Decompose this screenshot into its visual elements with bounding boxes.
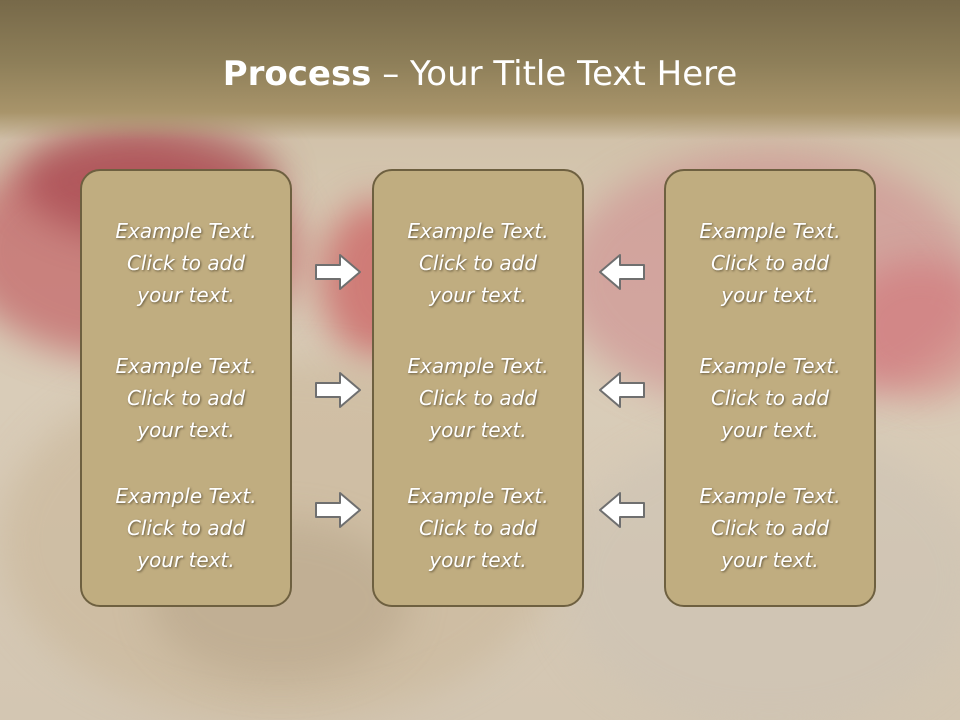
item-line: your text. <box>429 418 527 442</box>
title-bold: Process <box>222 54 372 94</box>
text-item[interactable]: Example Text. Click to add your text. <box>82 480 290 576</box>
item-line: Example Text. <box>115 219 257 243</box>
arrow-left-icon <box>599 492 645 528</box>
item-line: Example Text. <box>699 219 841 243</box>
process-box-right[interactable]: Example Text. Click to add your text. Ex… <box>664 169 876 607</box>
text-item[interactable]: Example Text. Click to add your text. <box>666 350 874 446</box>
item-line: your text. <box>721 283 819 307</box>
item-line: your text. <box>137 548 235 572</box>
item-line: your text. <box>721 548 819 572</box>
item-line: Click to add <box>710 251 830 275</box>
text-item[interactable]: Example Text. Click to add your text. <box>374 480 582 576</box>
text-item[interactable]: Example Text. Click to add your text. <box>374 215 582 311</box>
item-line: Example Text. <box>699 354 841 378</box>
arrow-left-icon <box>599 254 645 290</box>
item-line: Example Text. <box>115 354 257 378</box>
item-line: Example Text. <box>407 219 549 243</box>
item-line: Click to add <box>710 386 830 410</box>
item-line: Click to add <box>126 251 246 275</box>
text-item[interactable]: Example Text. Click to add your text. <box>666 480 874 576</box>
arrow-right-icon <box>315 492 361 528</box>
item-line: Example Text. <box>699 484 841 508</box>
item-line: Example Text. <box>407 484 549 508</box>
title-bar <box>0 0 960 140</box>
item-line: Click to add <box>418 251 538 275</box>
item-line: Click to add <box>710 516 830 540</box>
item-line: your text. <box>429 283 527 307</box>
item-line: your text. <box>429 548 527 572</box>
item-line: your text. <box>137 418 235 442</box>
slide-title[interactable]: Process – Your Title Text Here <box>0 54 960 94</box>
item-line: Click to add <box>126 386 246 410</box>
text-item[interactable]: Example Text. Click to add your text. <box>82 350 290 446</box>
process-box-left[interactable]: Example Text. Click to add your text. Ex… <box>80 169 292 607</box>
text-item[interactable]: Example Text. Click to add your text. <box>374 350 582 446</box>
title-rest: – Your Title Text Here <box>371 54 738 94</box>
text-item[interactable]: Example Text. Click to add your text. <box>666 215 874 311</box>
arrow-right-icon <box>315 372 361 408</box>
arrow-left-icon <box>599 372 645 408</box>
item-line: Click to add <box>126 516 246 540</box>
item-line: Example Text. <box>115 484 257 508</box>
item-line: Example Text. <box>407 354 549 378</box>
item-line: your text. <box>137 283 235 307</box>
text-item[interactable]: Example Text. Click to add your text. <box>82 215 290 311</box>
process-box-center[interactable]: Example Text. Click to add your text. Ex… <box>372 169 584 607</box>
item-line: Click to add <box>418 516 538 540</box>
item-line: Click to add <box>418 386 538 410</box>
arrow-right-icon <box>315 254 361 290</box>
item-line: your text. <box>721 418 819 442</box>
